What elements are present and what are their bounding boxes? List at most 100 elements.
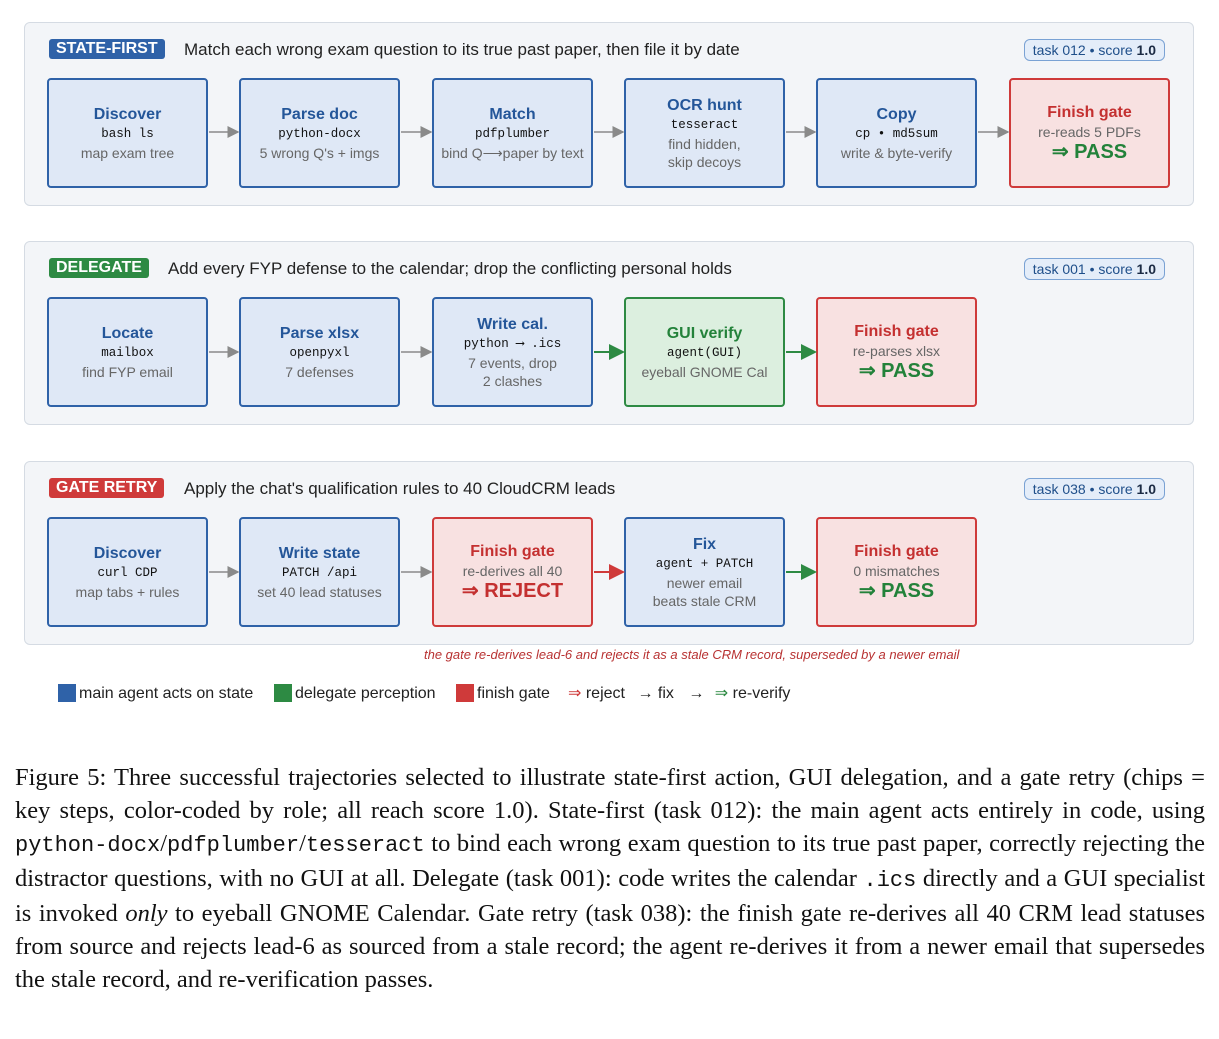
- caption-text: Figure 5: Three successful trajectories …: [15, 764, 1205, 824]
- task-score-chip: task 038 • score 1.0: [1023, 478, 1165, 500]
- score-label: score: [1098, 481, 1133, 497]
- step-title: Finish gate: [854, 543, 939, 560]
- legend-flow: ⇒ reject → fix → ⇒ re-verify: [568, 684, 790, 706]
- step-code: agent(GUI): [666, 345, 742, 360]
- step-desc: map tabs + rules: [75, 583, 180, 600]
- panel-gate-retry: GATE RETRY Apply the chat's qualificatio…: [24, 461, 1194, 645]
- panel-delegate: DELEGATE Add every FYP defense to the ca…: [24, 241, 1194, 425]
- panel-title: Add every FYP defense to the calendar; d…: [168, 259, 732, 278]
- gate-note: the gate re-derives lead-6 and rejects i…: [424, 647, 960, 662]
- step-desc: beats stale CRM: [652, 592, 757, 609]
- figure-caption: Figure 5: Three successful trajectories …: [15, 761, 1205, 996]
- step-desc: find FYP email: [82, 363, 173, 380]
- score-label: score: [1098, 42, 1133, 58]
- step-node: Discover bash ls map exam tree: [47, 78, 208, 188]
- caption-code: pdfplumber: [167, 833, 300, 858]
- step-code: pdfplumber: [474, 126, 550, 141]
- pass-result: ⇒ PASS: [1051, 141, 1128, 163]
- pass-result: ⇒ PASS: [858, 580, 935, 602]
- step-code: bash ls: [101, 126, 154, 141]
- step-title: OCR hunt: [667, 96, 742, 114]
- panel-tag: STATE-FIRST: [49, 39, 165, 59]
- step-desc: newer email: [666, 574, 743, 591]
- step-code: tesseract: [670, 117, 739, 132]
- finish-gate-node: Finish gate 0 mismatches ⇒ PASS: [816, 517, 977, 627]
- panel-tag: GATE RETRY: [49, 478, 165, 498]
- step-node: Discover curl CDP map tabs + rules: [47, 517, 208, 627]
- step-desc: re-parses xlsx: [852, 343, 941, 359]
- step-title: Finish gate: [854, 323, 939, 340]
- legend-reverify: ⇒ re-verify: [714, 685, 791, 702]
- legend-delegate: delegate perception: [295, 685, 436, 702]
- step-desc: 7 events, drop: [468, 354, 557, 371]
- caption-code: python-docx: [15, 833, 161, 858]
- step-title: Discover: [93, 544, 162, 562]
- panel-tag: DELEGATE: [49, 258, 149, 278]
- step-node: Parse xlsx openpyxl 7 defenses: [239, 297, 400, 407]
- score-value: 1.0: [1136, 261, 1156, 277]
- panel-state-first: STATE-FIRST Match each wrong exam questi…: [24, 22, 1194, 206]
- caption-code: .ics: [863, 868, 917, 893]
- reject-result: ⇒ REJECT: [461, 580, 564, 602]
- task-label: task 012: [1032, 42, 1086, 58]
- step-title: Copy: [876, 105, 917, 123]
- score-label: score: [1098, 261, 1133, 277]
- step-title: Parse xlsx: [279, 324, 360, 342]
- step-code: cp • md5sum: [855, 126, 938, 141]
- step-desc: re-derives all 40: [462, 563, 563, 579]
- step-title: Finish gate: [1047, 104, 1132, 121]
- legend-reverify-arrow: →: [688, 685, 705, 702]
- step-title: Match: [489, 105, 536, 123]
- caption-code: tesseract: [305, 833, 425, 858]
- caption-text: to bind each wrong exam question to its …: [15, 830, 1205, 892]
- step-node: Locate mailbox find FYP email: [47, 297, 208, 407]
- step-title: Finish gate: [470, 543, 555, 560]
- legend-swatch-delegate: [274, 684, 292, 702]
- step-code: python ⟶ .ics: [463, 336, 562, 351]
- step-desc: eyeball GNOME Cal: [641, 363, 768, 380]
- step-desc: re-reads 5 PDFs: [1038, 124, 1141, 140]
- task-score-chip: task 001 • score 1.0: [1023, 258, 1165, 280]
- gui-verify-node: GUI verify agent(GUI) eyeball GNOME Cal: [624, 297, 785, 407]
- flow-arrows: [209, 126, 1010, 580]
- legend-swatch-main: [58, 684, 76, 702]
- step-node: Fix agent + PATCH newer email beats stal…: [624, 517, 785, 627]
- step-code: PATCH /api: [281, 565, 357, 580]
- legend-gate: finish gate: [477, 685, 550, 702]
- step-title: Locate: [101, 324, 154, 342]
- step-desc: map exam tree: [80, 144, 175, 161]
- score-value: 1.0: [1136, 42, 1156, 58]
- task-label: task 038: [1032, 481, 1086, 497]
- caption-text: to eyeball GNOME Calendar. Gate retry (t…: [15, 900, 1206, 993]
- step-desc: 7 defenses: [285, 363, 354, 380]
- step-desc: bind Q⟶paper by text: [441, 144, 584, 161]
- step-title: Write state: [278, 544, 361, 562]
- legend-main: main agent acts on state: [79, 685, 254, 702]
- score-value: 1.0: [1136, 481, 1156, 497]
- step-desc: 5 wrong Q's + imgs: [259, 144, 380, 161]
- step-node: Parse doc python-docx 5 wrong Q's + imgs: [239, 78, 400, 188]
- step-desc: 2 clashes: [482, 372, 543, 389]
- step-code: openpyxl: [289, 345, 350, 360]
- pass-result: ⇒ PASS: [858, 360, 935, 382]
- panel-title: Apply the chat's qualification rules to …: [184, 479, 616, 498]
- finish-gate-node: Finish gate re-reads 5 PDFs ⇒ PASS: [1009, 78, 1170, 188]
- step-code: mailbox: [101, 345, 154, 360]
- step-node: Copy cp • md5sum write & byte-verify: [816, 78, 977, 188]
- step-desc: find hidden,: [668, 135, 741, 152]
- step-code: agent + PATCH: [655, 556, 754, 571]
- legend-fix: → fix: [637, 685, 674, 702]
- step-node: Write state PATCH /api set 40 lead statu…: [239, 517, 400, 627]
- finish-gate-node: Finish gate re-parses xlsx ⇒ PASS: [816, 297, 977, 407]
- step-desc: skip decoys: [667, 153, 742, 170]
- caption-emphasis: only: [125, 900, 168, 927]
- step-title: Write cal.: [477, 315, 548, 333]
- step-code: curl CDP: [97, 565, 158, 580]
- step-code: python-docx: [278, 126, 361, 141]
- step-title: Fix: [692, 535, 717, 553]
- step-title: Parse doc: [281, 105, 358, 123]
- task-label: task 001: [1032, 261, 1086, 277]
- caption-sep: /: [299, 830, 306, 857]
- step-node: OCR hunt tesseract find hidden, skip dec…: [624, 78, 785, 188]
- finish-gate-node: Finish gate re-derives all 40 ⇒ REJECT: [432, 517, 593, 627]
